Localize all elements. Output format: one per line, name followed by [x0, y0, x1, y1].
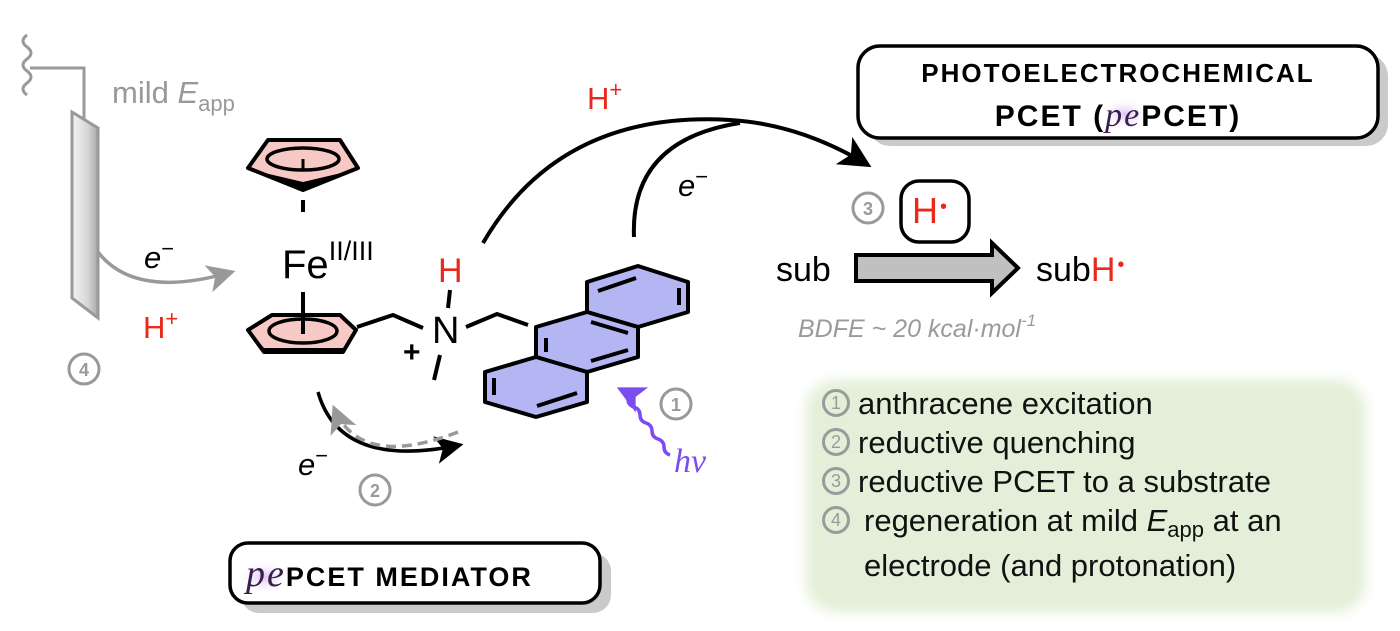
step-badge-2: 2	[358, 473, 392, 507]
hv-label: hν	[674, 443, 707, 480]
h-atom-transfer: 3 H• sub subH• BDFE ~ 20 kcal·mol-1	[776, 179, 1124, 343]
legend-item: 2 reductive quenching	[822, 425, 1382, 464]
legend-text: anthracene excitation	[858, 386, 1153, 421]
mediator-label: pePCET mediator	[243, 553, 533, 595]
electrode: mild Eapp e− H+ 4	[21, 33, 236, 386]
electrode-wire	[30, 66, 86, 120]
photon-wave-icon	[616, 387, 671, 457]
svg-text:1: 1	[671, 395, 681, 415]
h-radical-box	[899, 179, 971, 244]
title-line-1: Photoelectrochemical	[921, 58, 1314, 88]
step-number-1: 1	[822, 389, 850, 417]
bdfe-label: BDFE ~ 20 kcal·mol-1	[798, 311, 1036, 343]
anthracene: hν 1	[483, 264, 707, 480]
title-box: Photoelectrochemical PCET (pePCET)	[856, 44, 1388, 146]
electrode-h-plus-label: H+	[143, 306, 178, 345]
step-number-4: 4	[822, 506, 850, 534]
reaction-arrow	[854, 238, 1021, 298]
n-h-label: H	[438, 252, 463, 290]
legend-item: 3 reductive PCET to a substrate	[822, 464, 1382, 503]
legend-item: 4 regeneration at mild Eapp at an electr…	[822, 503, 1382, 584]
nitrogen-label: N	[432, 310, 459, 352]
step-number-3: 3	[822, 467, 850, 495]
legend: 1 anthracene excitation 2 reductive quen…	[822, 386, 1382, 584]
product-label: subH•	[1036, 251, 1124, 289]
legend-text: reductive quenching	[858, 425, 1136, 460]
step-number-2: 2	[822, 428, 850, 456]
legend-text: regeneration at mild Eapp at an electrod…	[864, 503, 1282, 583]
substrate-label: sub	[776, 251, 831, 289]
legend-text: reductive PCET to a substrate	[858, 464, 1271, 499]
ferrocene: FeII/III	[246, 138, 424, 354]
pcet-h-plus-label: H+	[587, 77, 622, 116]
n-charge-label: +	[403, 336, 421, 369]
pcet-e-label: e−	[678, 164, 708, 203]
ammonium-group: H N +	[403, 252, 529, 381]
h-radical-label: H•	[912, 190, 947, 231]
svg-text:3: 3	[863, 199, 873, 219]
mediator-box: pePCET mediator	[228, 541, 611, 613]
legend-item: 1 anthracene excitation	[822, 386, 1382, 425]
step-badge-1: 1	[659, 387, 693, 421]
title-line-2: PCET (pePCET)	[995, 97, 1241, 134]
reductive-quenching: e− 2	[298, 391, 464, 507]
electrode-plate	[70, 109, 100, 322]
quench-e-label: e−	[298, 443, 328, 482]
step-badge-3: 3	[851, 191, 885, 225]
legend-background	[806, 380, 1366, 612]
step-badge-4: 4	[67, 352, 101, 386]
pcet-transfer-arrows: H+ e−	[481, 77, 872, 245]
bottom-cp-ring	[246, 300, 358, 354]
wire-squiggle-icon	[21, 33, 33, 97]
electrode-e-label: e−	[144, 236, 174, 275]
electrode-potential-label: mild Eapp	[112, 75, 235, 116]
svg-text:4: 4	[79, 360, 89, 380]
regeneration-arrow	[96, 250, 236, 293]
svg-text:2: 2	[370, 481, 380, 501]
iron-label: FeII/III	[282, 236, 374, 287]
top-cp-ring	[246, 138, 360, 192]
